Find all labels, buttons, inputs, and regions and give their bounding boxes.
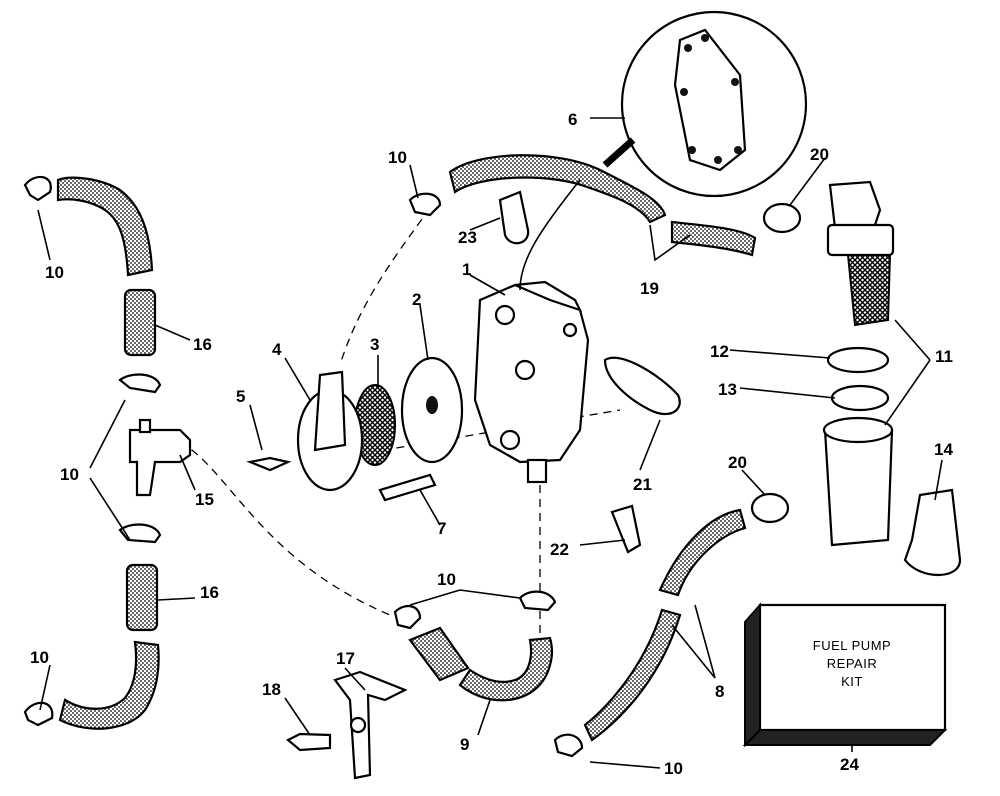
callout-14: 14 (934, 440, 953, 459)
callout-5: 5 (236, 387, 245, 406)
callout-9: 9 (460, 735, 469, 754)
callout-24: 24 (840, 755, 859, 774)
bracket-23 (498, 190, 530, 245)
callout-20-a: 20 (810, 145, 829, 164)
callout-20-b: 20 (728, 453, 747, 472)
callout-17: 17 (336, 649, 355, 668)
callout-7: 7 (437, 519, 446, 538)
callout-21: 21 (633, 475, 652, 494)
fuel-filter (822, 180, 895, 547)
callout-19: 19 (640, 279, 659, 298)
callout-10-c: 10 (60, 465, 79, 484)
hoses-8 (583, 508, 747, 742)
callout-13: 13 (718, 380, 737, 399)
kit-line-1: FUEL PUMP (813, 638, 891, 653)
pump-internals (246, 356, 464, 502)
callout-18: 18 (262, 680, 281, 699)
callout-12: 12 (710, 342, 729, 361)
callout-8: 8 (715, 682, 724, 701)
left-hose-stack (56, 176, 192, 730)
clamps-20 (750, 202, 802, 524)
kit-line-2: REPAIR (827, 656, 877, 671)
callout-3: 3 (370, 335, 379, 354)
callout-4: 4 (272, 340, 282, 359)
callout-23: 23 (458, 228, 477, 247)
repair-kit-box: FUEL PUMP REPAIR KIT (742, 602, 948, 748)
callout-10-f: 10 (664, 759, 683, 778)
bracket-14 (903, 488, 962, 577)
callout-6: 6 (568, 110, 577, 129)
gasket-21 (603, 356, 681, 416)
callout-10-e: 10 (30, 648, 49, 667)
leader-lines (37, 157, 943, 769)
callout-labels: 1 2 3 4 5 6 7 8 9 10 10 10 10 10 10 11 1… (30, 110, 953, 778)
top-hose (448, 154, 757, 262)
callout-11: 11 (935, 347, 953, 366)
callout-10-d: 10 (437, 570, 456, 589)
hose-clips (23, 175, 584, 758)
gasket-inset (590, 10, 808, 198)
assembly-lines (179, 207, 621, 650)
callout-16-a: 16 (193, 335, 212, 354)
callout-15: 15 (195, 490, 214, 509)
callout-10-b: 10 (388, 148, 407, 167)
elbow-hose-9 (408, 626, 553, 702)
callout-10-a: 10 (45, 263, 64, 282)
callout-2: 2 (412, 290, 421, 309)
kit-line-3: KIT (841, 674, 863, 689)
callout-22: 22 (550, 540, 569, 559)
callout-1: 1 (462, 260, 471, 279)
callout-16-b: 16 (200, 583, 219, 602)
pump-body (473, 179, 590, 484)
lower-hardware (286, 504, 642, 780)
